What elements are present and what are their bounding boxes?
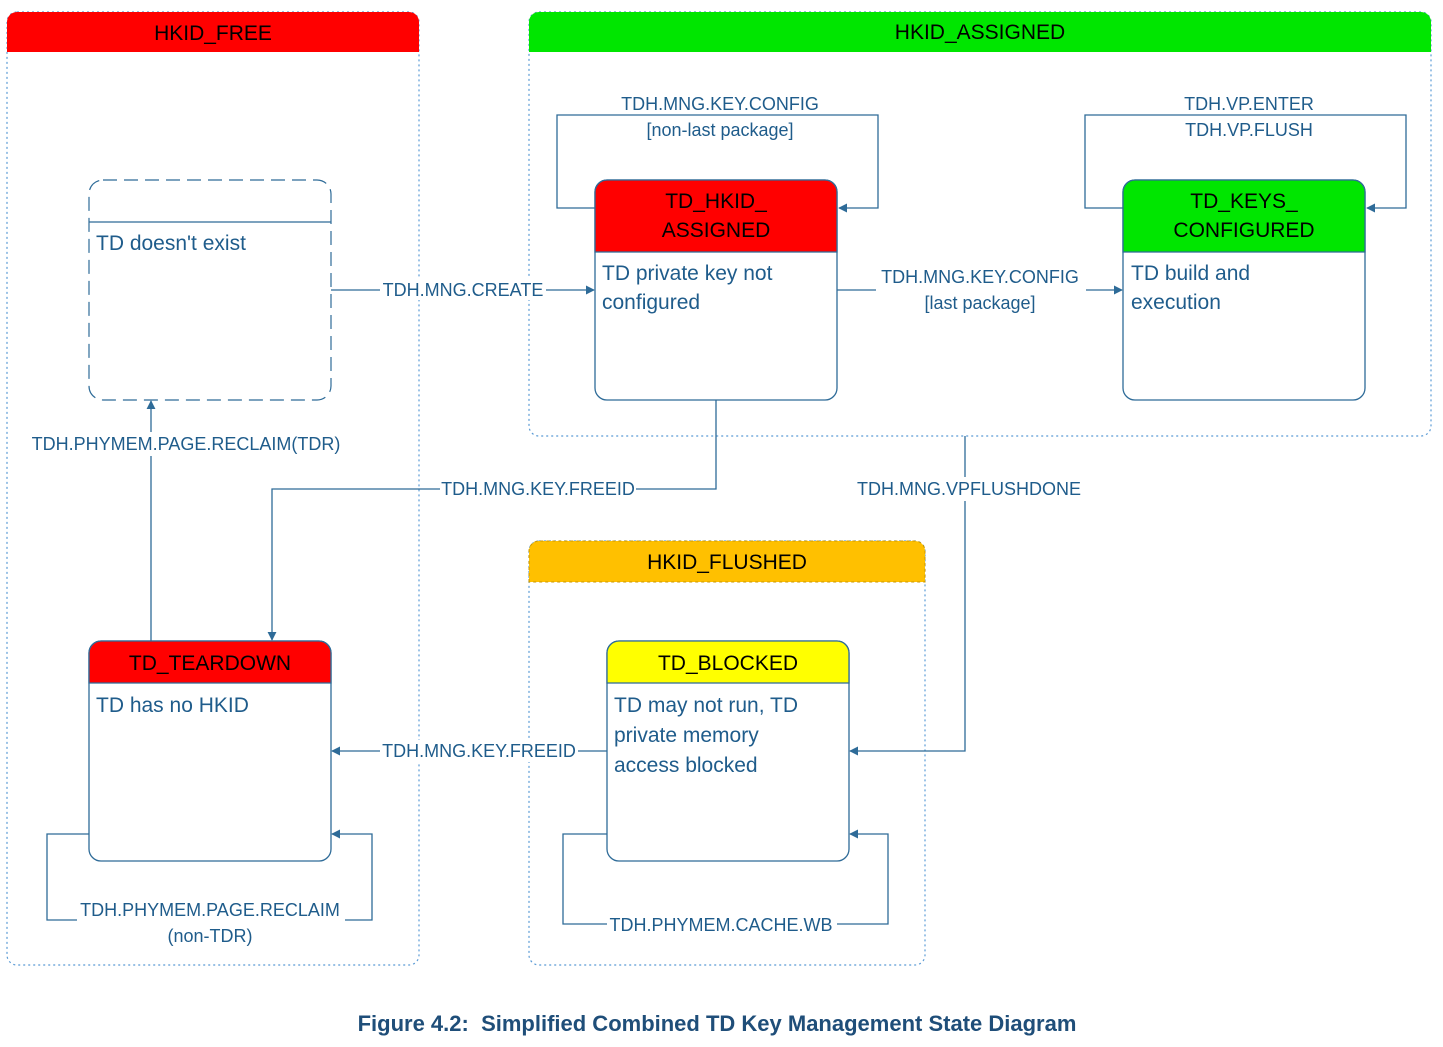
label-key-config-last-2: [last package] bbox=[924, 293, 1035, 313]
label-key-config-last-bg bbox=[876, 264, 1086, 312]
arrow-vp-enter-flush bbox=[1084, 114, 1407, 213]
label-cache-wb: TDH.PHYMEM.CACHE.WB bbox=[609, 915, 832, 935]
group-hkid-assigned: HKID_ASSIGNED bbox=[528, 11, 1432, 437]
state-td-teardown-title: TD_TEARDOWN bbox=[129, 652, 291, 675]
state-td-blocked-desc-3: access blocked bbox=[614, 754, 758, 777]
group-hkid-free: HKID_FREE bbox=[6, 11, 420, 966]
label-vp-enter: TDH.VP.ENTER bbox=[1184, 94, 1314, 114]
figure-caption: Figure 4.2: Simplified Combined TD Key M… bbox=[358, 1011, 1077, 1036]
label-mng-create: TDH.MNG.CREATE bbox=[383, 280, 544, 300]
label-page-reclaim-bg bbox=[77, 898, 345, 922]
state-td-keys-configured-header bbox=[1122, 179, 1366, 253]
state-td-teardown-desc: TD has no HKID bbox=[96, 694, 249, 717]
state-td-hkid-assigned-title-1: TD_HKID_ bbox=[665, 190, 767, 213]
state-td-blocked-desc-1: TD may not run, TD bbox=[614, 694, 798, 717]
state-td-keys-configured-desc-1: TD build and bbox=[1131, 262, 1250, 285]
state-td-blocked-header bbox=[606, 640, 850, 684]
state-td-teardown-header bbox=[88, 640, 332, 684]
state-td-hkid-assigned-header bbox=[594, 179, 838, 253]
label-key-config-nonlast-1: TDH.MNG.KEY.CONFIG bbox=[621, 94, 819, 114]
group-hkid-assigned-title: HKID_ASSIGNED bbox=[895, 21, 1065, 44]
arrow-key-config-nonlast bbox=[556, 114, 879, 213]
group-hkid-assigned-header bbox=[529, 12, 1431, 52]
group-hkid-free-title: HKID_FREE bbox=[154, 22, 272, 45]
label-vpflushdone-bg bbox=[854, 477, 1086, 501]
label-key-freeid-bottom-bg bbox=[380, 740, 578, 762]
state-td-blocked-title: TD_BLOCKED bbox=[658, 652, 798, 675]
state-td-nonexistent: TD doesn't exist bbox=[88, 179, 332, 401]
label-key-config-last-1: TDH.MNG.KEY.CONFIG bbox=[881, 267, 1079, 287]
label-page-reclaim-1: TDH.PHYMEM.PAGE.RECLAIM bbox=[80, 900, 340, 920]
state-td-keys-configured-title-1: TD_KEYS_ bbox=[1190, 190, 1298, 213]
group-hkid-flushed: HKID_FLUSHED bbox=[528, 540, 926, 966]
label-key-config-nonlast-2: [non-last package] bbox=[646, 120, 793, 140]
state-td-teardown: TD_TEARDOWN TD has no HKID bbox=[88, 640, 332, 862]
state-td-nonexistent-box bbox=[88, 179, 332, 401]
transition-labels: TDH.MNG.KEY.CONFIG [non-last package] TD… bbox=[27, 94, 1314, 946]
state-td-keys-configured-title-2: CONFIGURED bbox=[1173, 219, 1314, 242]
state-td-keys-configured: TD_KEYS_ CONFIGURED TD build and executi… bbox=[1122, 179, 1366, 401]
state-td-nonexistent-desc: TD doesn't exist bbox=[96, 232, 246, 255]
arrow-vpflushdone bbox=[849, 436, 966, 756]
state-td-hkid-assigned: TD_HKID_ ASSIGNED TD private key not con… bbox=[594, 179, 838, 401]
label-page-reclaim-2: (non-TDR) bbox=[167, 926, 252, 946]
label-key-freeid-top: TDH.MNG.KEY.FREEID bbox=[441, 479, 635, 499]
group-hkid-free-header bbox=[7, 12, 419, 52]
label-key-freeid-bottom: TDH.MNG.KEY.FREEID bbox=[382, 741, 576, 761]
label-mng-create-bg bbox=[380, 278, 546, 300]
label-vpflushdone: TDH.MNG.VPFLUSHDONE bbox=[857, 479, 1081, 499]
label-vp-flush: TDH.VP.FLUSH bbox=[1185, 120, 1313, 140]
group-hkid-flushed-header bbox=[528, 540, 926, 583]
state-td-blocked: TD_BLOCKED TD may not run, TD private me… bbox=[606, 640, 850, 862]
state-td-hkid-assigned-desc-1: TD private key not bbox=[602, 262, 773, 285]
label-cache-wb-bg bbox=[607, 913, 837, 935]
label-page-reclaim-tdr: TDH.PHYMEM.PAGE.RECLAIM(TDR) bbox=[32, 434, 341, 454]
label-key-freeid-top-bg bbox=[440, 478, 636, 500]
state-td-blocked-desc-2: private memory bbox=[614, 724, 759, 747]
state-td-hkid-assigned-desc-2: configured bbox=[602, 291, 700, 314]
state-td-hkid-assigned-title-2: ASSIGNED bbox=[662, 219, 771, 242]
label-page-reclaim-tdr-bg bbox=[27, 432, 345, 456]
state-td-keys-configured-desc-2: execution bbox=[1131, 291, 1221, 314]
group-hkid-flushed-title: HKID_FLUSHED bbox=[647, 551, 807, 574]
